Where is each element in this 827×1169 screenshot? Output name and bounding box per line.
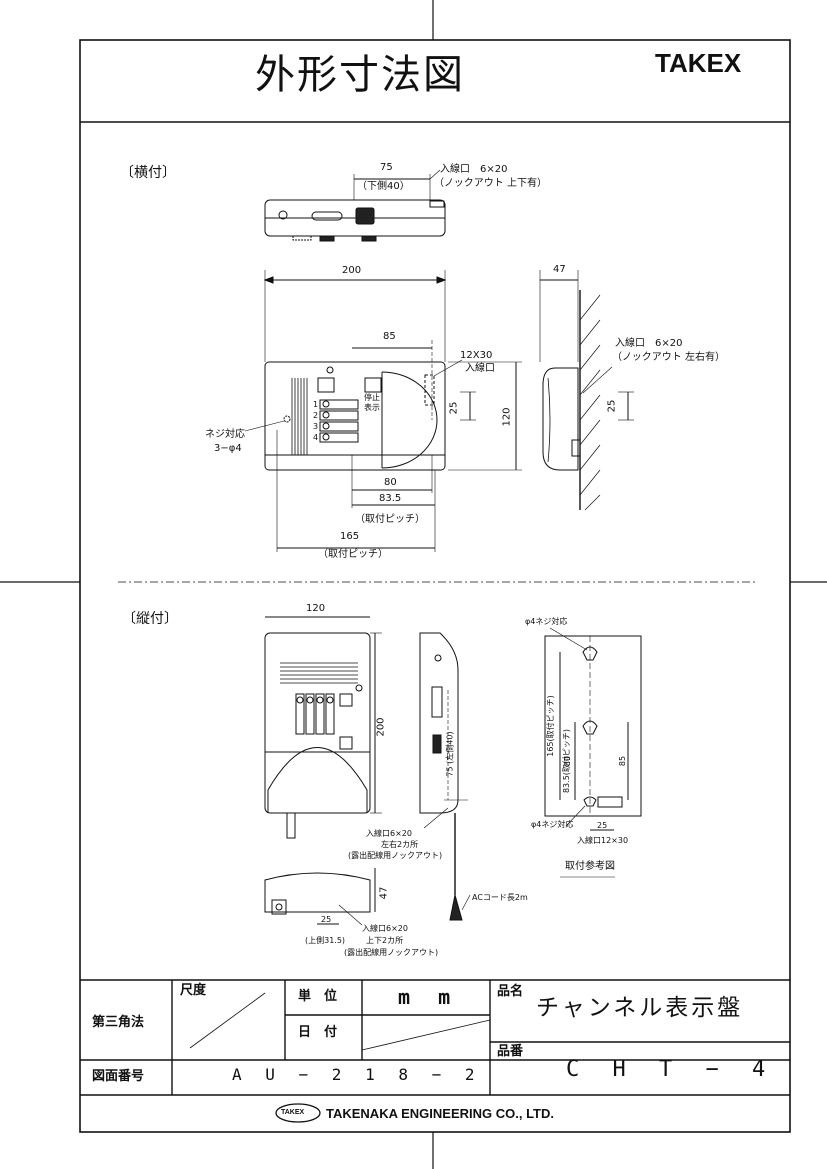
dim-80: 80 xyxy=(384,477,397,488)
ac-cord-label: ACコード長2m xyxy=(472,893,528,902)
entry-label: 入線口 xyxy=(465,363,495,374)
side-view-vertical xyxy=(419,632,471,921)
dim-25: 25 xyxy=(448,401,460,415)
channel-switches xyxy=(319,399,359,443)
dim-75-top: 75 xyxy=(380,162,393,173)
dim-200: 200 xyxy=(342,265,362,276)
ref-entry: 入線口12×30 xyxy=(577,836,629,845)
panel-label-bottom: 表示 xyxy=(364,403,380,412)
screw-label-2: 3−φ4 xyxy=(214,443,242,454)
company-logo-text: TAKEX xyxy=(281,1109,305,1116)
channel-4: 4 xyxy=(313,433,319,442)
drawing-no-label: 図面番号 xyxy=(92,1069,145,1084)
dim-83-5: 83.5 xyxy=(379,493,402,504)
side-dim-25: 25 xyxy=(606,399,618,413)
bottom-dim-25: 25 xyxy=(321,915,332,924)
section-label-horizontal: 〔横付〕 xyxy=(120,165,176,181)
v-entry-line2: 左右2カ所 xyxy=(381,840,419,849)
screw-label-1: ネジ対応 xyxy=(205,429,245,440)
panel-label-top: 停止 xyxy=(364,393,380,402)
dim-85: 85 xyxy=(383,331,396,342)
bottom-entry-line3: (露出配線用ノックアウト) xyxy=(344,948,439,957)
dim-120: 120 xyxy=(501,407,513,427)
channel-1: 1 xyxy=(313,400,319,409)
bottom-entry-line2: 上下2カ所 xyxy=(366,936,404,945)
ref-screw-top: φ4ネジ対応 xyxy=(525,617,568,626)
date-label: 日 付 xyxy=(298,1025,338,1040)
channel-3: 3 xyxy=(313,422,319,431)
bottom-view-vertical xyxy=(264,868,376,926)
dim-lower-40: （下側40） xyxy=(357,181,410,192)
ref-80: 80 xyxy=(563,755,573,767)
ref-85: 85 xyxy=(618,755,628,767)
side-entry-line2: （ノックアウト 左右有） xyxy=(612,352,725,363)
v-entry-line1: 入線口6×20 xyxy=(366,829,412,838)
entry-note-line1: 入線口 6×20 xyxy=(440,164,508,175)
ref-screw-bottom: φ4ネジ対応 xyxy=(531,820,574,829)
ref-caption: 取付参考図 xyxy=(565,861,615,872)
channel-2: 2 xyxy=(313,411,319,420)
bottom-entry-line1: 入線口6×20 xyxy=(362,924,408,933)
front-view-vertical xyxy=(264,616,382,839)
drawing-no: A U − 2 1 8 − 2 xyxy=(232,1065,482,1084)
ref-25: 25 xyxy=(597,821,608,830)
projection-label: 第三角法 xyxy=(92,1015,145,1030)
v-entry-line3: (露出配線用ノックアウト) xyxy=(348,851,443,860)
v-dim-200: 200 xyxy=(375,717,387,737)
side-entry-line1: 入線口 6×20 xyxy=(615,338,683,349)
dim-12x30: 12X30 xyxy=(460,350,493,361)
pitch-label-1: （取付ピッチ） xyxy=(355,514,425,525)
part-no-label: 品番 xyxy=(497,1044,524,1059)
v-dim-75-left: 75 (左側40) xyxy=(445,731,455,777)
product-name-label: 品名 xyxy=(497,984,524,999)
ref-165: 165(取付ピッチ) xyxy=(545,695,555,757)
company-logo-mark xyxy=(275,1103,321,1123)
channel-switches-vertical xyxy=(295,693,335,735)
unit-value: m m xyxy=(398,985,459,1009)
side-dim-47: 47 xyxy=(553,264,566,275)
brand-logo: TAKEX xyxy=(655,48,742,78)
entry-note-line2: （ノックアウト 上下有） xyxy=(434,178,547,189)
side-view-horizontal xyxy=(539,270,634,511)
pitch-label-2: （取付ピッチ） xyxy=(318,549,388,560)
page-title: 外形寸法図 xyxy=(255,52,465,98)
front-view-horizontal xyxy=(244,270,522,552)
company-name: TAKENAKA ENGINEERING CO., LTD. xyxy=(326,1106,554,1121)
scale-label: 尺度 xyxy=(180,983,207,998)
top-view-horizontal xyxy=(264,169,446,242)
dim-165: 165 xyxy=(340,531,360,542)
bottom-upper-label: (上側31.5) xyxy=(305,936,346,945)
mounting-reference xyxy=(544,627,642,878)
v-dim-120: 120 xyxy=(306,603,326,614)
bottom-dim-47: 47 xyxy=(378,886,390,900)
part-no: C H T − 4 xyxy=(566,1057,776,1082)
section-label-vertical: 〔縦付〕 xyxy=(122,611,178,627)
sheet-border xyxy=(79,39,791,1133)
title-block xyxy=(80,979,790,1123)
product-name: チャンネル表示盤 xyxy=(536,995,744,1021)
unit-label: 単 位 xyxy=(298,989,338,1004)
